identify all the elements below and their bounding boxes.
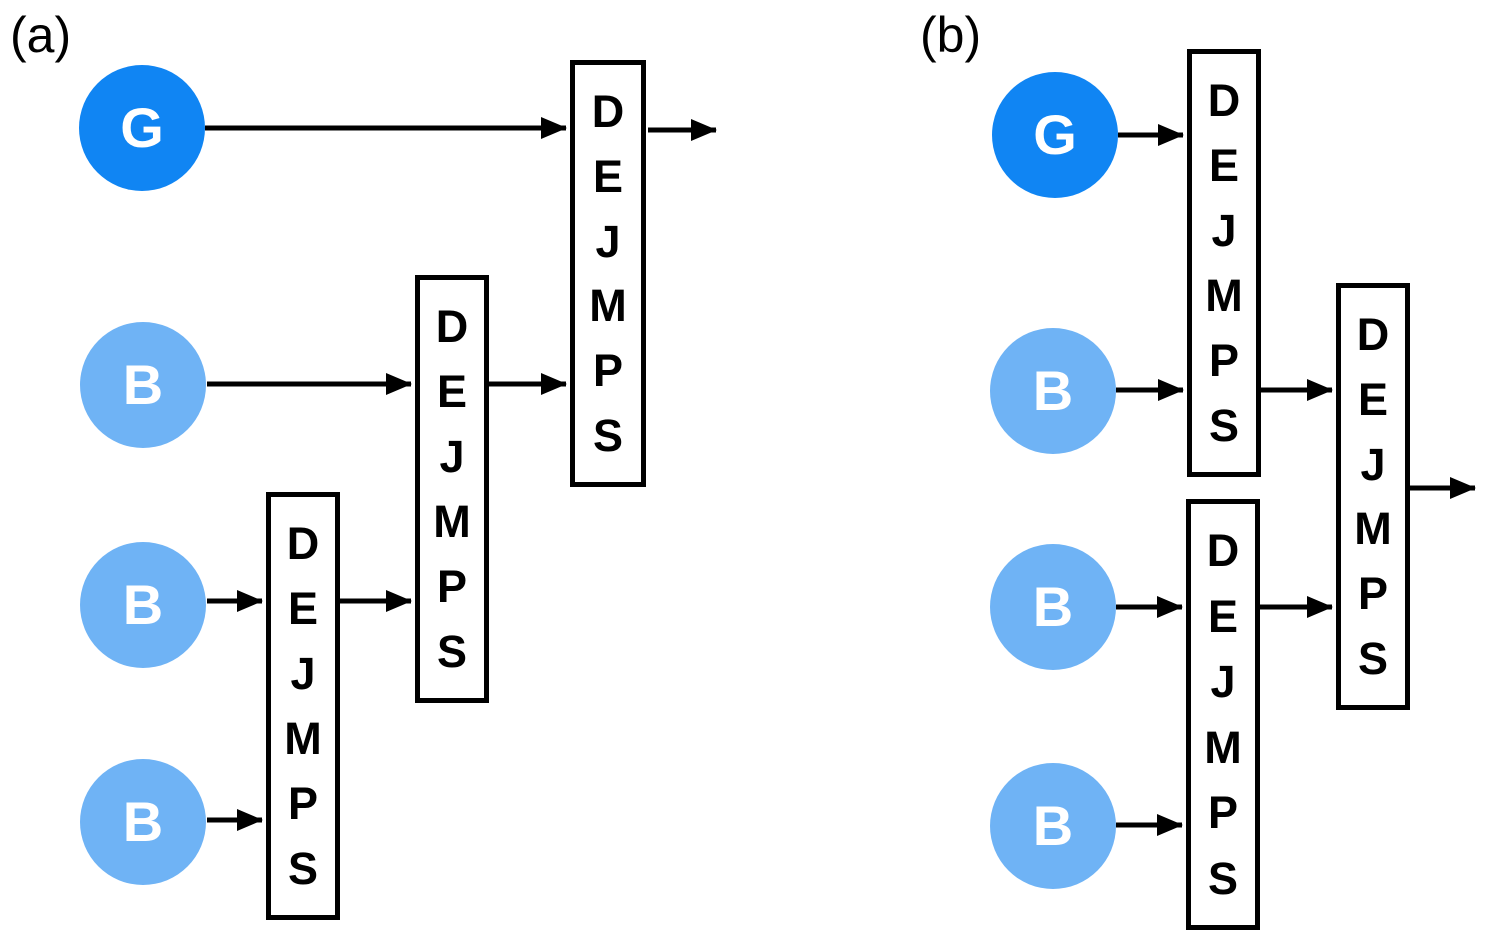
box-letter: M [1205,270,1243,321]
box-letter: D [1206,525,1240,577]
box-letter: S [592,410,623,462]
panel-label-b: (b) [920,7,982,63]
box-letter: P [1207,787,1238,839]
box-letter: D [286,518,320,569]
node-label: B [1032,794,1074,857]
box-letter: D [435,301,469,352]
box-letter: J [1211,205,1237,256]
node-label: B [1032,575,1074,638]
b-node-a-2: B [80,542,206,668]
b-node-a-1: B [80,322,206,448]
box-letter: S [436,626,467,677]
box-letter: J [290,648,316,699]
box-letter: E [1208,140,1239,191]
node-label: B [122,573,164,636]
b-node-b-2: B [990,544,1116,670]
box-letter: M [1204,721,1242,773]
g-node-a: G [79,65,205,191]
node-label: B [122,353,164,416]
box-letter: P [287,778,318,829]
box-letter: J [439,431,465,482]
box-letter: M [433,496,471,547]
box-letter: D [1207,75,1241,126]
box-letter: D [1356,308,1390,360]
box-letter: E [1357,373,1388,425]
box-letter: P [1208,335,1239,386]
box-letter: S [1207,852,1238,904]
box-letter: J [595,215,621,267]
b-node-b-1: B [990,328,1116,454]
box-letter: S [287,843,318,894]
node-label: G [120,96,164,159]
box-letter: M [284,713,322,764]
box-letter: P [436,561,467,612]
g-node-b: G [992,72,1118,198]
box-letter: D [591,85,625,137]
panel-label-a: (a) [10,7,72,63]
box-letter: S [1208,400,1239,451]
dejmps-box-a-final: D E J M P S [570,60,646,487]
box-letter: J [1360,438,1386,490]
box-letter: E [592,150,623,202]
box-letter: E [436,366,467,417]
node-label: G [1033,103,1077,166]
dejmps-box-b-final: D E J M P S [1336,283,1410,710]
b-node-b-3: B [990,763,1116,889]
box-letter: P [1357,568,1388,620]
box-letter: M [589,280,627,332]
node-label: B [122,790,164,853]
box-letter: P [592,345,623,397]
dejmps-box-a-first: D E J M P S [266,492,340,920]
node-label: B [1032,359,1074,422]
box-letter: E [1207,590,1238,642]
box-letter: J [1210,656,1236,708]
box-letter: S [1357,633,1388,685]
dejmps-box-a-mid: D E J M P S [415,275,489,703]
box-letter: M [1354,503,1392,555]
b-node-a-3: B [80,759,206,885]
dejmps-box-b-top: D E J M P S [1187,49,1261,477]
dejmps-box-b-bottom: D E J M P S [1186,499,1260,930]
box-letter: E [287,583,318,634]
